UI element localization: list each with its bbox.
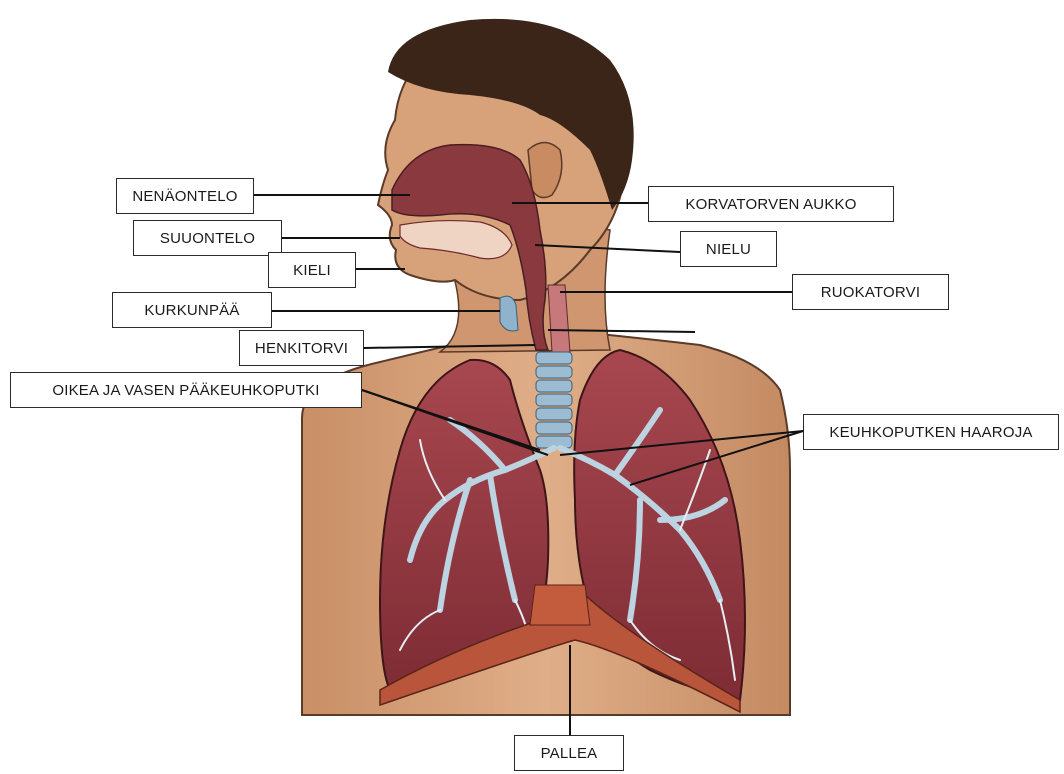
trachea xyxy=(536,352,572,448)
label-henkitorvi: HENKITORVI xyxy=(239,330,364,366)
label-ruokatorvi: RUOKATORVI xyxy=(792,274,949,310)
label-keuhkoputken-haaroja: KEUHKOPUTKEN HAAROJA xyxy=(803,414,1059,450)
label-paakeuhkoputki: OIKEA JA VASEN PÄÄKEUHKOPUTKI xyxy=(10,372,362,408)
label-kurkunpaa: KURKUNPÄÄ xyxy=(112,292,272,328)
label-kieli: KIELI xyxy=(268,252,356,288)
label-suuontelo: SUUONTELO xyxy=(133,220,282,256)
label-korvatorven-aukko: KORVATORVEN AUKKO xyxy=(648,186,894,222)
label-nenaontelo: NENÄONTELO xyxy=(116,178,254,214)
label-nielu: NIELU xyxy=(680,231,777,267)
label-pallea: PALLEA xyxy=(514,735,624,771)
